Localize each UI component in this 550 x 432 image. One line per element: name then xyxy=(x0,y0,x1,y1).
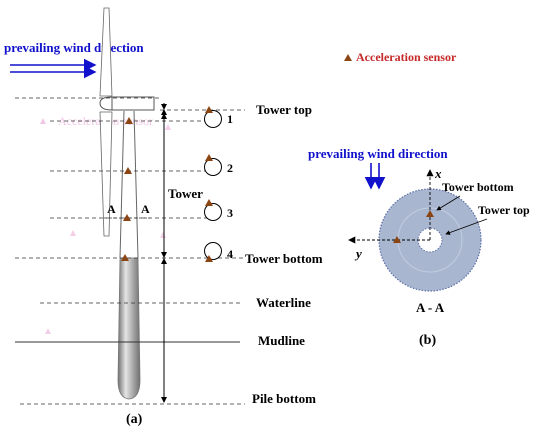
label-mudline: Mudline xyxy=(258,333,305,348)
turbine-nacelle xyxy=(99,96,155,111)
legend-label: Acceleration sensor xyxy=(356,50,457,64)
svg-text:3: 3 xyxy=(227,206,233,220)
label-ring-tower-top: Tower top xyxy=(478,203,530,217)
tower-sensor-marker xyxy=(124,167,132,174)
sensor-symbol-4: 4 xyxy=(204,242,233,262)
ring-sensor-marker xyxy=(393,236,401,243)
section-mark-right: A xyxy=(141,202,150,216)
panel-a: prevailing wind direction Acceleration s… xyxy=(4,7,323,427)
label-tower: Tower xyxy=(168,186,203,201)
tower-sensor-marker xyxy=(125,117,133,124)
panel-b: Acceleration sensor prevailing wind dire… xyxy=(308,50,530,348)
panel-a-wind-arrows xyxy=(10,58,97,79)
section-label: A - A xyxy=(416,300,445,315)
sensor-symbol-2: 2 xyxy=(204,154,233,176)
panel-b-wind-label: prevailing wind direction xyxy=(308,146,448,161)
axis-y-label: y xyxy=(354,246,362,261)
label-ring-tower-bottom: Tower bottom xyxy=(442,180,514,194)
label-tower-bottom: Tower bottom xyxy=(245,251,323,266)
leader-tower-top xyxy=(445,218,488,235)
reference-lines xyxy=(15,97,245,405)
panel-a-wind-label: prevailing wind direction xyxy=(4,40,144,55)
ring-sensor-marker xyxy=(426,210,434,217)
svg-text:4: 4 xyxy=(227,247,233,261)
tower xyxy=(119,110,139,259)
monopile xyxy=(117,257,141,400)
legend-sensor-marker xyxy=(344,54,352,61)
label-pile-bottom: Pile bottom xyxy=(252,391,316,406)
section-mark-left: A xyxy=(107,202,116,216)
tower-sensor-marker xyxy=(123,214,131,221)
svg-text:2: 2 xyxy=(227,161,233,175)
tower-sensors xyxy=(121,117,133,261)
svg-text:1: 1 xyxy=(227,112,233,126)
tower-sensor-marker xyxy=(121,254,129,261)
turbine-blades xyxy=(99,7,113,237)
panel-b-wind-arrows xyxy=(364,163,386,190)
label-tower-top: Tower top xyxy=(256,102,312,117)
sensor-symbol-1: 1 xyxy=(204,106,233,128)
axis-x-label: x xyxy=(434,166,442,181)
leader-tower-bottom xyxy=(436,195,461,211)
label-waterline: Waterline xyxy=(256,295,311,310)
sensor-symbol-3: 3 xyxy=(204,199,233,221)
axes xyxy=(348,169,434,244)
caption-b: (b) xyxy=(419,333,436,348)
caption-a: (a) xyxy=(126,412,143,427)
